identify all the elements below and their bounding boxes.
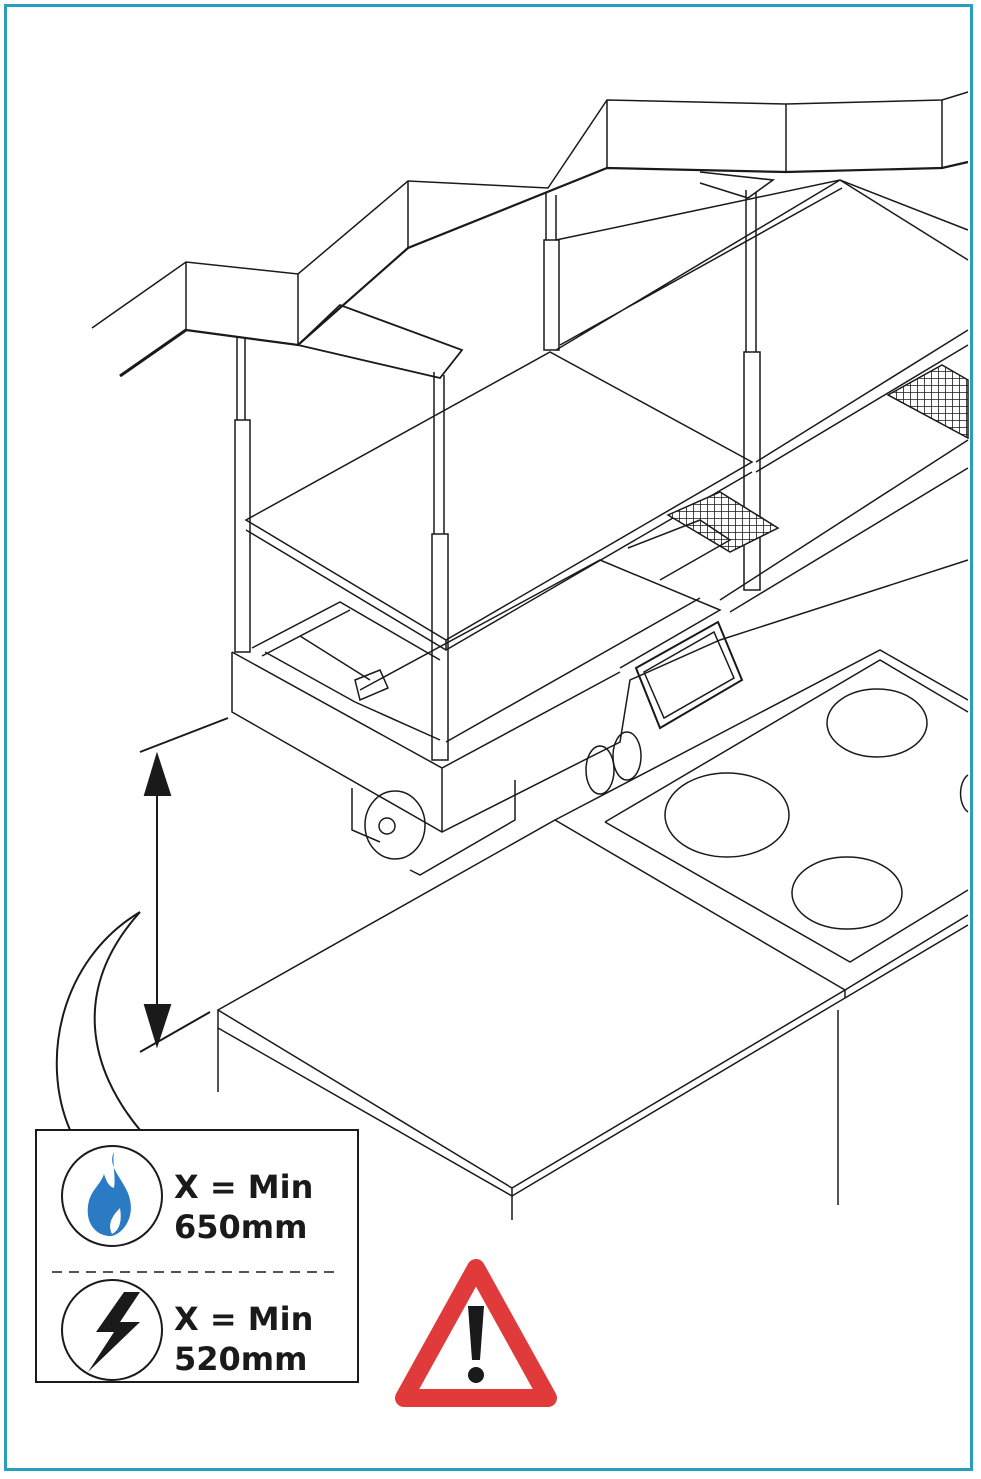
extraction-unit [231, 439, 969, 876]
gas-min-value: 650mm [174, 1208, 307, 1246]
electric-min-label: X = Min [174, 1300, 313, 1338]
canopy-frame [234, 179, 969, 761]
ceiling-hood [91, 91, 969, 380]
counter-hob [216, 649, 969, 1220]
dimension-x [139, 717, 229, 1053]
callout-tail [55, 911, 141, 1131]
warning-triangle-icon [395, 1259, 557, 1407]
gas-flame-icon [61, 1145, 163, 1247]
lightning-bolt-icon [61, 1279, 163, 1381]
electric-min-value: 520mm [174, 1340, 307, 1378]
filter-grilles [666, 364, 969, 553]
info-box: X = Min 650mm X = Min 520mm [35, 1129, 359, 1383]
gas-min-label: X = Min [174, 1168, 313, 1206]
